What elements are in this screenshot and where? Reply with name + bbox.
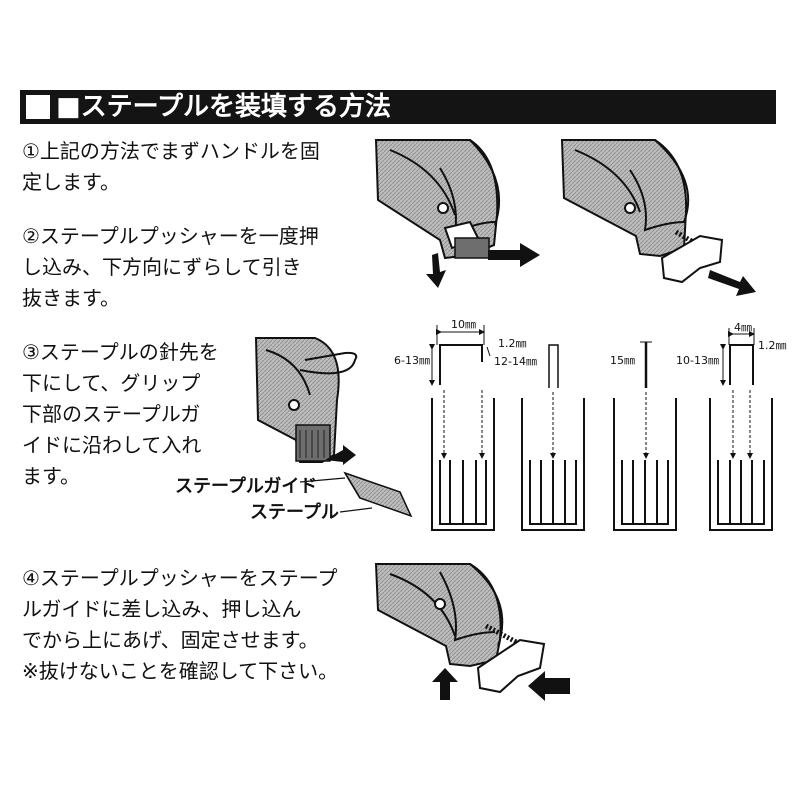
staple-guide-label: ステープルガイド (175, 476, 318, 497)
up-arrow-icon (432, 668, 458, 700)
push-in-arrow-icon (528, 671, 570, 701)
dim-height-15: 15㎜ (610, 354, 635, 367)
staple-diagram-3 (613, 341, 677, 531)
staple-diagram-1 (429, 325, 495, 531)
step-1-text: ①上記の方法でまずハンドルを固 定します。 (22, 139, 320, 194)
dim-height-12-14: 12-14㎜ (494, 355, 537, 368)
step-3-text: ③ステープルの針先を 下にして、グリップ 下部のステープルガ イドに沿わして入れ… (22, 340, 219, 488)
staple-diagram-4 (709, 328, 773, 531)
section-header: ■ステープルを装填する方法 (20, 90, 776, 124)
pull-arrow-icon (708, 270, 756, 296)
dim-wire-1-2-b: 1.2㎜ (758, 339, 787, 352)
push-arrow-icon (488, 243, 540, 267)
step-3-illustration (254, 337, 413, 518)
step-1-illustration (374, 139, 540, 288)
staple-label: ステープル (250, 502, 339, 523)
staple-diagram-2 (521, 344, 585, 531)
dim-height-6-13: 6-13㎜ (394, 354, 430, 367)
step-4-illustration (374, 563, 570, 701)
step-2-illustration (560, 139, 756, 296)
dim-width-10: 10㎜ (451, 318, 476, 331)
dim-wire-1-2-a: 1.2㎜ (498, 337, 527, 350)
dim-height-10-13: 10-13㎜ (676, 354, 719, 367)
dim-width-4: 4㎜ (734, 321, 752, 334)
header-square-mark (26, 95, 50, 119)
step-4-text: ④ステープルプッシャーをステープ ルガイドに差し込み、押し込ん でから上にあげ、… (22, 566, 339, 683)
down-arrow-icon (426, 253, 446, 288)
step-2-text: ②ステープルプッシャーを一度押 し込み、下方向にずらして引き 抜きます。 (22, 224, 319, 310)
section-title: ■ステープルを装填する方法 (56, 92, 392, 122)
insert-arrow-icon (325, 445, 356, 465)
